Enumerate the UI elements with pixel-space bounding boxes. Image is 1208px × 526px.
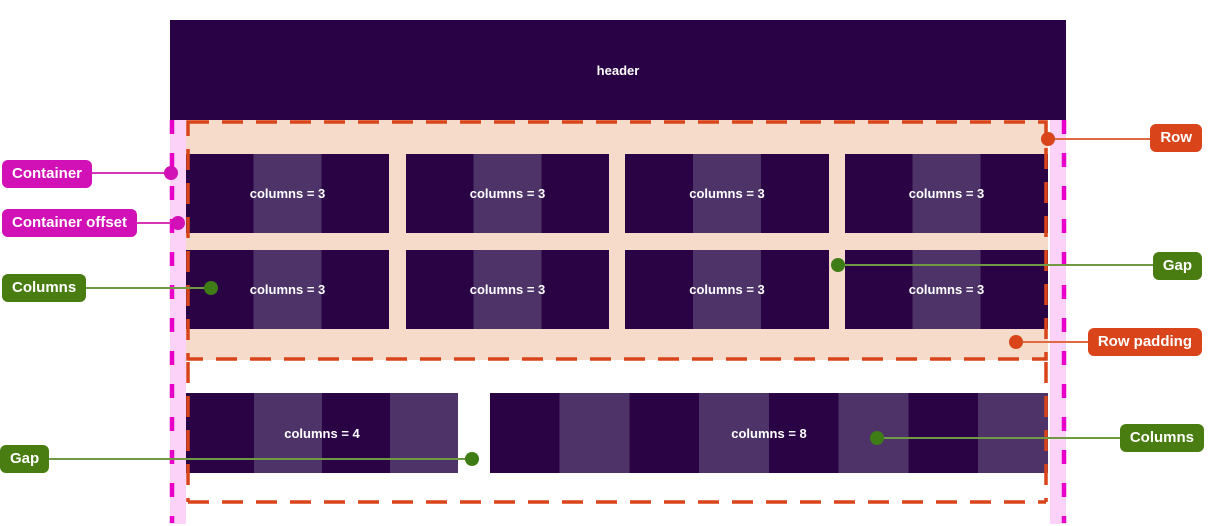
column-block-label: columns = 3 bbox=[908, 282, 985, 297]
column-block-label: columns = 3 bbox=[689, 186, 765, 201]
column-block-label: columns = 3 bbox=[469, 186, 546, 201]
column-block: columns = 8 bbox=[490, 393, 1048, 473]
columns-right-label-pill: Columns bbox=[1119, 424, 1204, 452]
columns-right-label: Columns bbox=[1129, 429, 1194, 446]
header-bar: header bbox=[170, 20, 1066, 120]
column-block: columns = 3 bbox=[406, 250, 609, 329]
column-block: columns = 3 bbox=[625, 154, 829, 233]
column-block-label: columns = 4 bbox=[284, 425, 360, 441]
header-label: header bbox=[596, 62, 640, 78]
column-block-label: columns = 3 bbox=[908, 186, 985, 201]
columns-left-label: Columns bbox=[12, 279, 77, 296]
container-offset-strip-left bbox=[170, 120, 186, 524]
column-block: columns = 3 bbox=[845, 154, 1048, 233]
row-padding-label: Row padding bbox=[1097, 333, 1192, 350]
gap-right-label: Gap bbox=[1162, 257, 1192, 274]
column-block: columns = 3 bbox=[186, 154, 389, 233]
container-label-pill: Container bbox=[2, 160, 93, 188]
column-block: columns = 3 bbox=[406, 154, 609, 233]
column-block: columns = 4 bbox=[186, 393, 458, 473]
gap-right-label-pill: Gap bbox=[1152, 252, 1202, 280]
row-padding-label-pill: Row padding bbox=[1087, 328, 1202, 356]
gap-left-label-pill: Gap bbox=[0, 445, 50, 473]
column-block-label: columns = 3 bbox=[469, 282, 546, 297]
container-offset-strip-right bbox=[1050, 120, 1066, 524]
column-block-label: columns = 3 bbox=[249, 282, 326, 297]
container-offset-label-pill: Container offset bbox=[2, 209, 138, 237]
columns-left-label-pill: Columns bbox=[2, 274, 87, 302]
container-label: Container bbox=[12, 165, 83, 182]
column-block: columns = 3 bbox=[186, 250, 389, 329]
row-label: Row bbox=[1160, 129, 1192, 146]
column-block: columns = 3 bbox=[625, 250, 829, 329]
row-label-pill: Row bbox=[1150, 124, 1202, 152]
gap-left-dot bbox=[465, 452, 479, 466]
column-block-label: columns = 8 bbox=[731, 425, 807, 441]
column-block-label: columns = 3 bbox=[249, 186, 326, 201]
container-offset-label: Container offset bbox=[12, 214, 128, 231]
gap-left-label: Gap bbox=[10, 450, 40, 467]
column-block-label: columns = 3 bbox=[689, 282, 765, 297]
column-block: columns = 3 bbox=[845, 250, 1048, 329]
